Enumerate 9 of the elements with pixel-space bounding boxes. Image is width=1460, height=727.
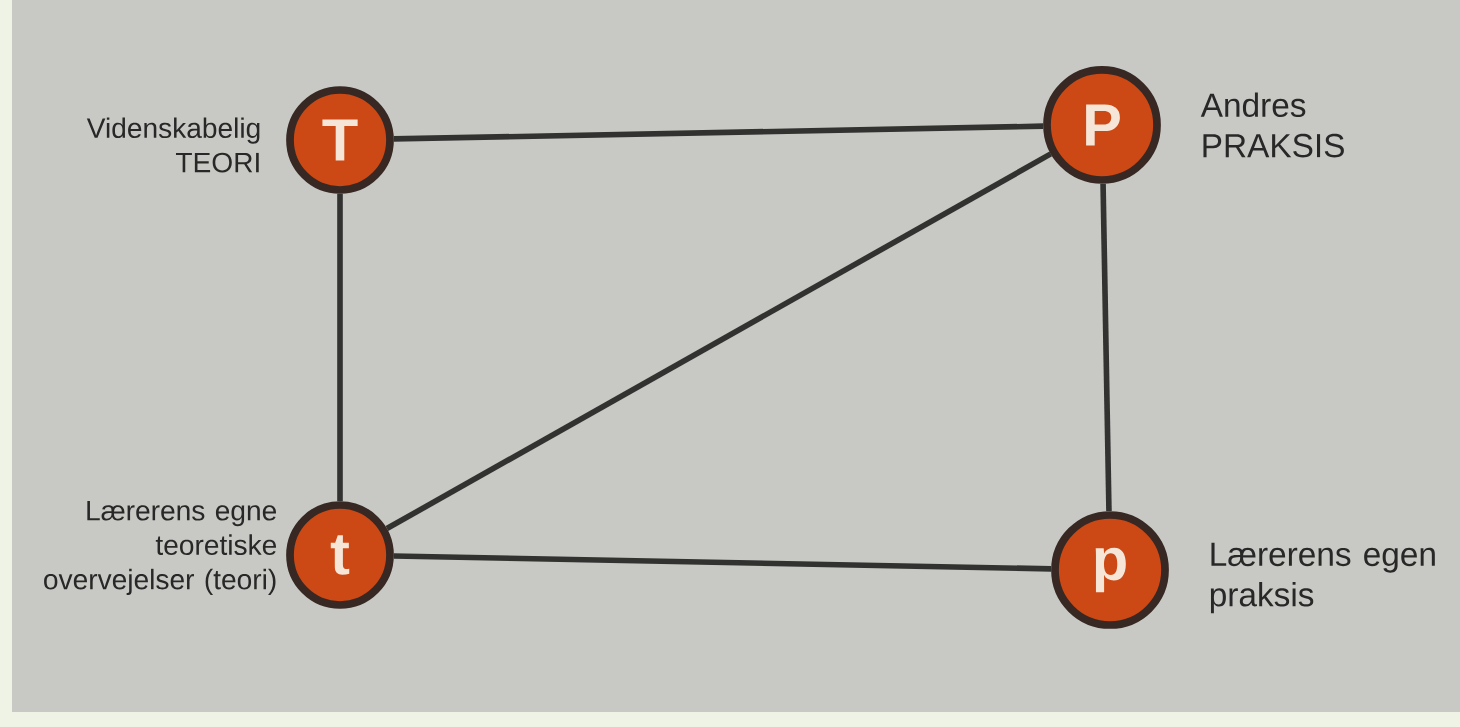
node-caption: Videnskabelig TEORI xyxy=(86,117,260,173)
connector-line xyxy=(337,193,343,502)
node-caption: Lærerens egne teoretiske overvejelser (teori) xyxy=(44,500,277,596)
connector-line xyxy=(393,553,1052,572)
node-caption: Andres PRAKSIS xyxy=(1200,92,1344,158)
node-caption: Lærerens egen praksis xyxy=(1210,542,1435,614)
connector-line xyxy=(393,123,1044,142)
connector-line xyxy=(1100,183,1112,512)
connector-line xyxy=(385,151,1053,531)
